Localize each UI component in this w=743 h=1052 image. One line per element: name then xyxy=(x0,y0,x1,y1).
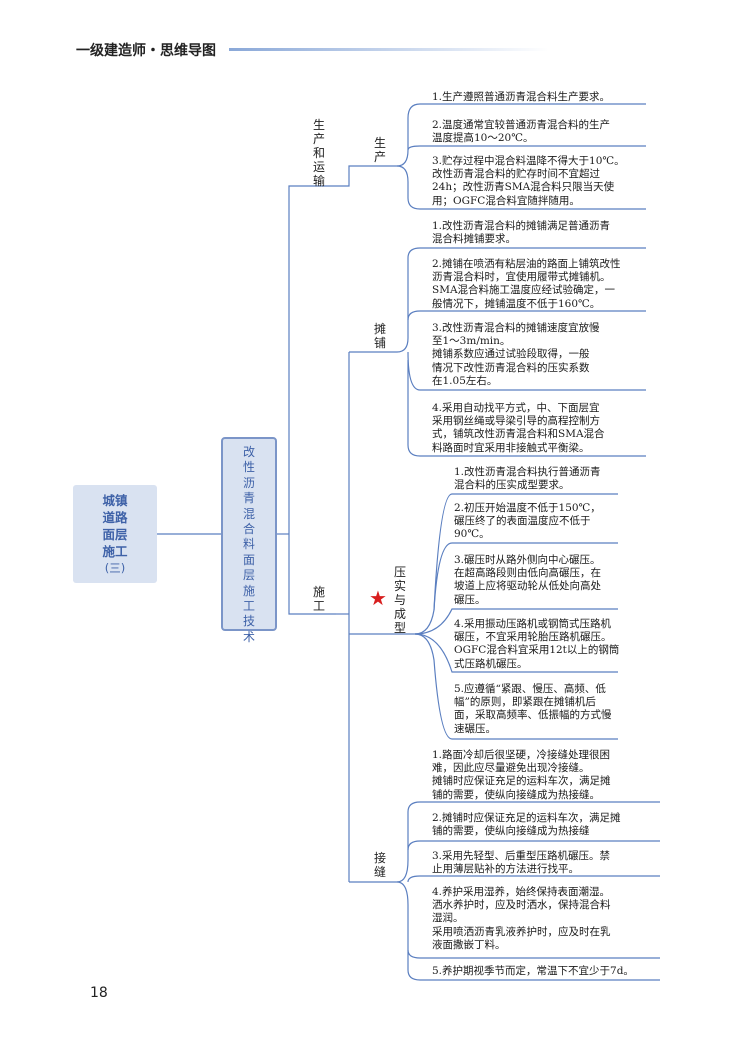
paving-item-4: 4.采用自动找平方式，中、下面层宜 采用钢丝绳或导梁引导的高程控制方 式，铺筑改… xyxy=(432,402,605,454)
paving-item-1: 1.改性沥青混合料的摊铺满足普通沥青 混合料摊铺要求。 xyxy=(432,220,611,246)
branch-construction: 施工 xyxy=(312,585,325,613)
joint-item-3: 3.采用先轻型、后重型压路机碾压。禁 止用薄层贴补的方法进行找平。 xyxy=(432,850,611,876)
root-title-line-4: 施工 xyxy=(102,543,128,559)
header-rule xyxy=(229,48,549,51)
compaction-item-5: 5.应遵循“紧跟、慢压、高频、低 幅”的原则，即紧跟在摊铺机后 面，采取高频率、… xyxy=(454,683,612,735)
branch-production-transport: 生产和运输 xyxy=(312,118,325,188)
compaction-item-4: 4.采用振动压路机或钢筒式压路机 碾压，不宜采用轮胎压路机碾压。 OGFC混合料… xyxy=(454,618,620,670)
joint-item-5: 5.养护期视季节而定，常温下不宜少于7d。 xyxy=(432,965,634,977)
compaction-item-1: 1.改性沥青混合料执行普通沥青 混合料的压实成型要求。 xyxy=(454,466,601,492)
root-title-line-2: 道路 xyxy=(102,509,128,525)
root-subtitle: (三) xyxy=(104,560,126,575)
main-topic-label: 改性沥青混合料面层施工技术 xyxy=(242,445,255,644)
compaction-item-3: 3.碾压时从路外侧向中心碾压。 在超高路段则由低向高碾压，在 坡道上应将驱动轮从… xyxy=(454,554,601,606)
root-title-line-1: 城镇 xyxy=(102,492,128,508)
production-item-3: 3.贮存过程中混合料温降不得大于10℃。 改性沥青混合料的贮存时间不宜超过 24… xyxy=(432,155,625,207)
page-number: 18 xyxy=(90,985,108,1001)
production-item-2: 2.温度通常宜较普通沥青混合料的生产 温度提高10～20℃。 xyxy=(432,119,611,145)
compaction-item-2: 2.初压开始温度不低于150℃， 碾压终了的表面温度应不低于 90℃。 xyxy=(454,502,601,541)
root-topic: 城镇 道路 面层 施工 (三) xyxy=(73,485,157,583)
header-title: 一级建造师・思维导图 xyxy=(76,43,216,59)
joint-item-4: 4.养护采用湿养，始终保持表面潮湿。 洒水养护时，应及时洒水，保持混合料 湿润。… xyxy=(432,886,611,951)
branch-paving: 摊铺 xyxy=(373,322,386,350)
main-topic: 改性沥青混合料面层施工技术 xyxy=(221,437,277,644)
joint-item-2: 2.摊铺时应保证充足的运料车次，满足摊 铺的需要，使纵向接缝成为热接缝 xyxy=(432,812,621,838)
branch-joint: 接缝 xyxy=(373,851,386,879)
key-point-star-icon: ★ xyxy=(369,586,387,610)
paving-item-2: 2.摊铺在喷洒有粘层油的路面上铺筑改性 沥青混合料时，宜使用履带式摊铺机。 SM… xyxy=(432,258,621,310)
branch-compaction: 压实与成型 xyxy=(393,565,406,635)
branch-production: 生产 xyxy=(373,136,386,164)
paving-item-3: 3.改性沥青混合料的摊铺速度宜放慢 至1～3m/min。 摊铺系数应通过试验段取… xyxy=(432,322,600,387)
root-title-line-3: 面层 xyxy=(102,526,128,542)
production-item-1: 1.生产遵照普通沥青混合料生产要求。 xyxy=(432,91,611,103)
joint-item-1: 1.路面冷却后很坚硬，冷接缝处理很困 难，因此应尽量避免出现冷接缝。 摊铺时应保… xyxy=(432,749,611,801)
